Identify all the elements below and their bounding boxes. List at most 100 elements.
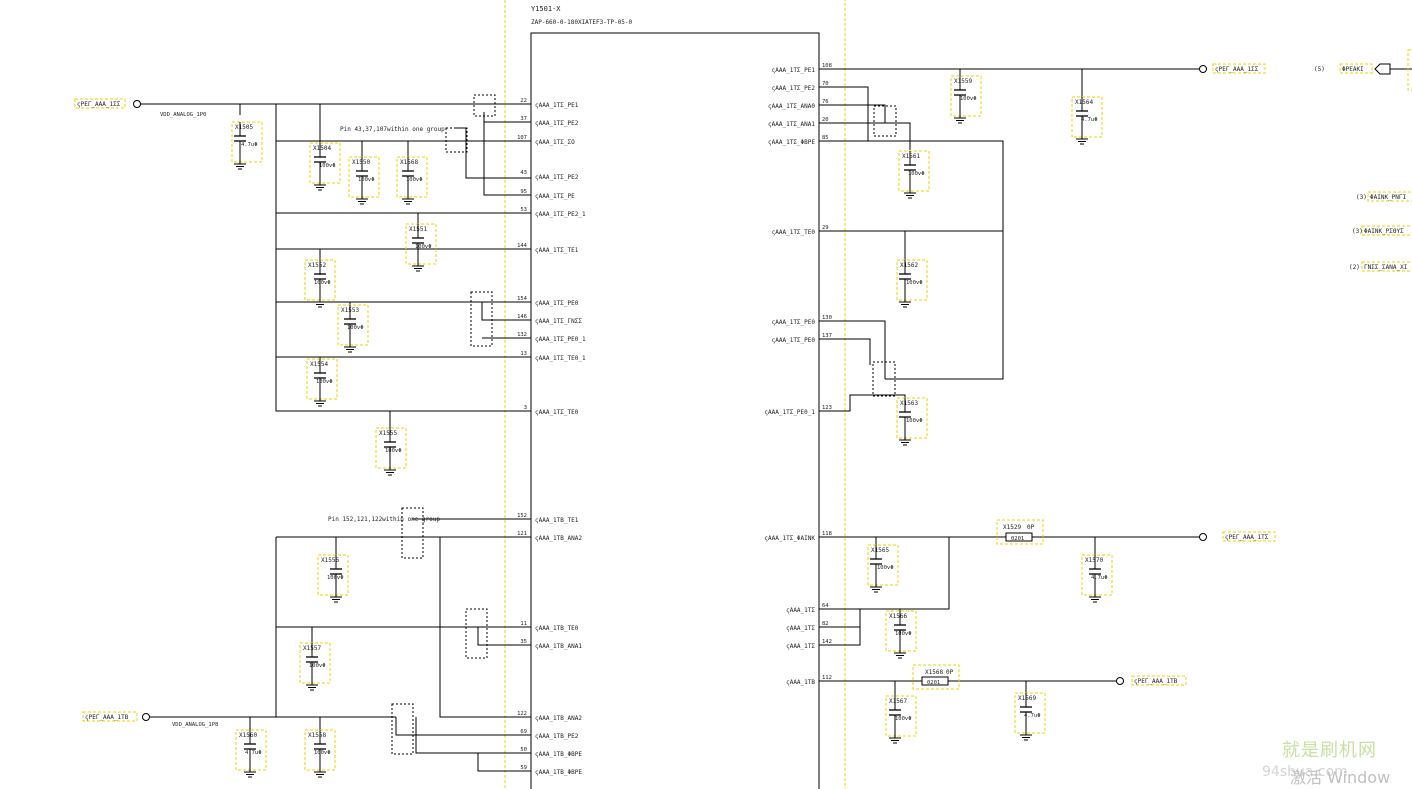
net-label-1p8: VDD_ANALOG_1P8 (172, 722, 218, 728)
cap-value: 4.7uΦ (241, 142, 258, 148)
pin-name: ςΑΑΑ_1ΤΣ_ΑΝΑ0 (768, 103, 815, 110)
port-bottom-left: ςΡΕΓ_ΑΑΑ_1ΤΒ (85, 714, 129, 721)
pin-name: ςΑΑΑ_1ΤΒ_ΤΕ0 (535, 625, 579, 632)
cap-value: 100vΦ (319, 163, 336, 169)
resistor-pkg: 0201 (1011, 536, 1024, 542)
cap-value: 100vΦ (347, 325, 364, 331)
offpage-num: (3) (1352, 228, 1363, 235)
pin-name: ςΑΑΑ_1ΤΒ (786, 679, 815, 686)
left-top-wiring (140, 94, 531, 440)
pin-number: 112 (822, 675, 832, 681)
pin-name: ςΑΑΑ_1ΤΣ_ΡΕ0 (772, 337, 816, 344)
pin-number: 59 (520, 765, 527, 771)
cap-ref: X1561 (902, 153, 920, 160)
resistor-x1529: X1529 0Ρ 0201 (996, 519, 1044, 545)
pin-number: 43 (520, 170, 527, 176)
left-pin: 121 ςΑΑΑ_1ΤΒ_ΑΝΑ2 (517, 531, 582, 542)
pin-number: 29 (822, 225, 829, 231)
pin-name: ςΑΑΑ_1ΤΣ_ΡΕ1 (535, 102, 579, 109)
pin-name: ςΑΑΑ_1ΤΣ_ΤΕ0 (535, 409, 579, 416)
pin-name: ςΑΑΑ_1ΤΒ_ΑΝΑ2 (535, 535, 582, 542)
pin-name: ςΑΑΑ_1ΤΒ_ΦΒΡΕ (535, 769, 582, 776)
pin-number: 3 (524, 405, 527, 411)
left-pin: 107 ςΑΑΑ_1ΤΣ_ΣΟ (517, 135, 575, 146)
pin-number: 144 (517, 243, 528, 249)
pin-name: ςΑΑΑ_1ΤΣ_ΓΝΣΣ (535, 318, 582, 325)
pin-name: ςΑΑΑ_1ΤΣ (786, 643, 815, 650)
cap-ref: X1558 (308, 732, 326, 739)
cap-ref: X1570 (1085, 557, 1103, 564)
pin-number: 121 (517, 531, 527, 537)
pin-name: ςΑΑΑ_1ΤΒ_ΤΕ1 (535, 517, 579, 524)
pin-name: ςΑΑΑ_1ΤΣ (786, 607, 815, 614)
pin-number: 69 (520, 729, 527, 735)
ic-boundary (504, 0, 846, 789)
pin-name: ςΑΑΑ_1ΤΣ_ΦΒΡΕ (768, 139, 815, 146)
left-pin: 22 ςΑΑΑ_1ΤΣ_ΡΕ1 (520, 98, 578, 109)
pin-name: ςΑΑΑ_1ΤΣ_ΡΕ0_1 (764, 409, 815, 416)
capacitor: X1557100vΦ (299, 642, 331, 691)
pin-number: 20 (822, 117, 829, 123)
resistor-ref: X1568 (925, 669, 943, 676)
pin-number: 50 (520, 747, 527, 753)
port-mid-right: ςΡΕΓ_ΑΑΑ_1ΤΣ (1225, 534, 1269, 541)
cap-ref: X1569 (1018, 695, 1036, 702)
pin-name: ςΑΑΑ_1ΤΣ_ΣΟ (535, 139, 575, 146)
offpage-num: (5) (1314, 66, 1325, 73)
cap-ref: X1562 (900, 262, 918, 269)
pin-number: 22 (520, 98, 527, 104)
port-top-right: ςΡΕΓ_ΑΑΑ_1ΣΣ (1215, 66, 1259, 73)
net-label-1p0: VDD_ANALOG_1P0 (160, 112, 206, 118)
watermark-url: 94shua.com (1262, 764, 1348, 780)
offpage-connectors: (5) ΦΡΕΑΚΙ (3) ΦΑΙΝΚ_ΡΝΓΙ (3) ΦΑΙΝΚ_ΡΣΘΥ… (1314, 49, 1412, 272)
offpage-num: (3) (1356, 194, 1367, 201)
capacitor: X1553100vΦ (337, 304, 369, 353)
pin-name: ςΑΑΑ_1ΤΒ_ΑΝΑ2 (535, 715, 582, 722)
pin-name: ςΑΑΑ_1ΤΣ_ΡΕ2 (535, 120, 579, 127)
pin-number: 154 (517, 296, 528, 302)
cap-value: 100vΦ (406, 177, 423, 183)
pin-number: 37 (520, 116, 527, 122)
cap-ref: X1550 (352, 159, 370, 166)
pin-number: 108 (822, 63, 832, 69)
port-bottom-right: ςΡΕΓ_ΑΑΑ_1ΤΒ (1134, 678, 1178, 685)
ic-body (530, 32, 820, 789)
pin-name: ςΑΑΑ_1ΤΒ_ΑΝΑ1 (535, 643, 582, 650)
cap-value: 100vΦ (877, 565, 894, 571)
cap-value: 100vΦ (358, 177, 375, 183)
cap-ref: X1554 (310, 361, 328, 368)
cap-ref: X1504 (313, 145, 331, 152)
cap-value: 100vΦ (906, 280, 923, 286)
pin-number: 123 (822, 405, 832, 411)
pin-number: 53 (520, 207, 527, 213)
cap-value: 100vΦ (415, 244, 432, 250)
pin-name: ςΑΑΑ_1ΤΣ_ΡΕ2 (772, 85, 816, 92)
pin-name: ςΑΑΑ_1ΤΣ (786, 625, 815, 632)
pin-number: 107 (517, 135, 527, 141)
